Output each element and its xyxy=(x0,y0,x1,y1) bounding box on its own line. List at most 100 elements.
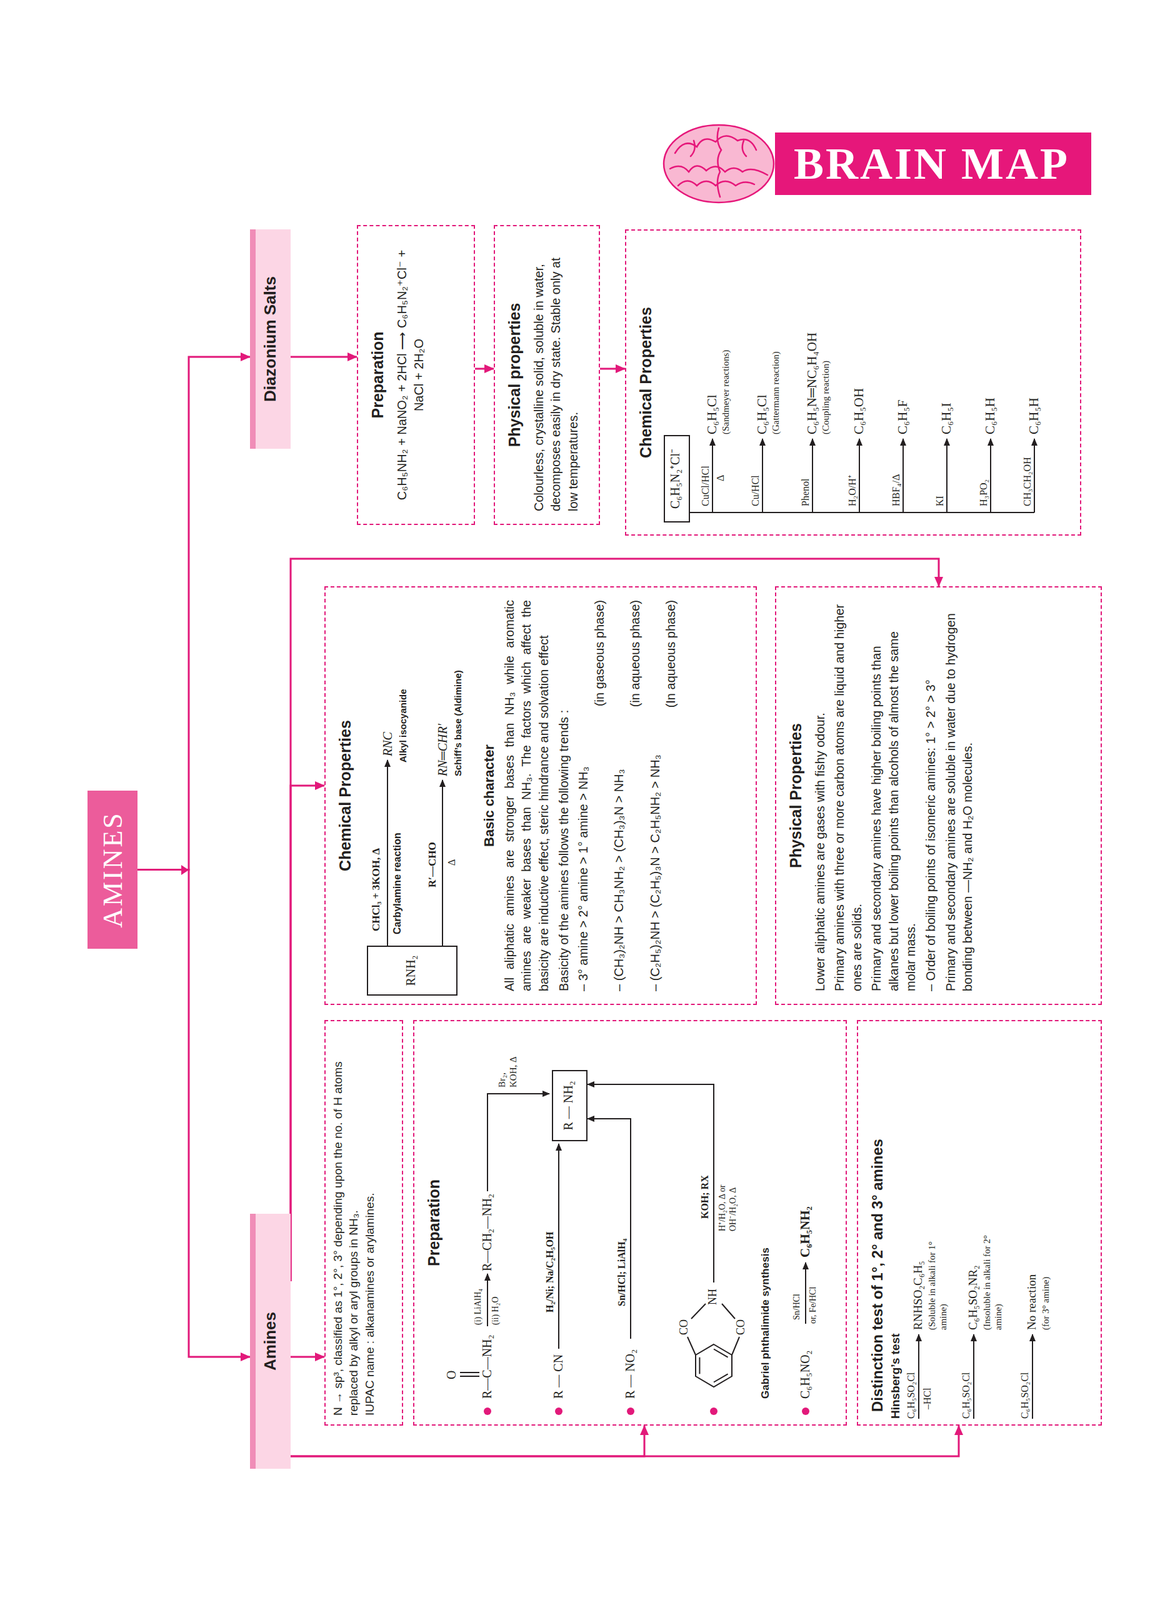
reaction-label: (Coupling reaction) xyxy=(820,360,832,435)
reaction-label: C₆H₅OH xyxy=(851,388,867,435)
box-text: Primary and secondary amines have higher… xyxy=(868,600,920,992)
rotated-map: AMINES Amines Diazonium Salts N → sp³, clas… xyxy=(81,218,1082,1469)
formula-box: C₆H₅N₂⁺Cl⁻ xyxy=(663,435,690,523)
content-box: Chemical Properties Basic characterAll al… xyxy=(324,586,757,1005)
reaction-label: (i) LiAlH₄ xyxy=(473,1288,484,1325)
box-heading: Physical Properties xyxy=(785,600,807,992)
connector-arrow xyxy=(290,1356,325,1359)
box-text: (in gaseous phase) xyxy=(591,600,609,992)
box-text: Amines xyxy=(260,1311,280,1371)
reaction-label: Cu/HCl xyxy=(749,475,762,507)
brain-icon xyxy=(656,115,782,210)
reaction-label: CO xyxy=(677,1319,692,1335)
reaction-label: Hinsberg’s test xyxy=(888,1333,904,1419)
box-text: – (CH₃)₂NH > CH₃NH₂ > (CH₃)₃N > NH₃ xyxy=(610,600,629,992)
reaction-label: Alkyl isocyanide xyxy=(397,688,409,763)
reaction-label: CO xyxy=(734,1319,749,1335)
connector-arrow xyxy=(290,1425,645,1457)
box-heading: Chemical Properties xyxy=(635,243,657,522)
reaction-label: H₃PO₂ xyxy=(977,479,990,507)
reaction-label: C₆H₅SO₂Cl xyxy=(960,1371,972,1419)
reaction-label: CuCl/HCl xyxy=(699,465,712,507)
box-text: Basic character xyxy=(480,600,499,992)
reaction-label: C₆H₅SO₂Cl xyxy=(905,1371,917,1419)
reaction-label: C₆H₅F xyxy=(895,400,911,435)
reaction-label: Sn/HCl; LiAlH₄ xyxy=(615,1238,628,1307)
box-text: Diazonium Salts xyxy=(260,276,280,402)
reaction-label: C₆H₅NH₂ xyxy=(797,1206,814,1258)
box-heading: Chemical Properties xyxy=(334,600,357,992)
reaction-label: CHCl₃ + 3KOH, Δ xyxy=(370,848,383,932)
reaction-label: C₆H₅Cl xyxy=(704,394,720,435)
reaction-label: R′—CHO xyxy=(426,841,439,888)
connector-arrow xyxy=(475,368,494,370)
formula-box: R — NH₂ xyxy=(551,1070,588,1142)
reaction-label: HBF₄/Δ xyxy=(890,474,902,507)
reaction-label: KOH; RX xyxy=(698,1175,711,1219)
reaction-label: (Sandmeyer reactions) xyxy=(720,350,732,435)
reaction-label: R—C—NH₂ xyxy=(479,1334,495,1399)
reaction-label: Δ xyxy=(714,475,727,482)
content-box: PreparationC₆H₅NH₂ + NaNO₂ + 2HCl ⟶ C₆H₅… xyxy=(356,225,475,525)
title-banner: BRAIN MAP xyxy=(775,132,1092,195)
reaction-label: (Gattermann reaction) xyxy=(770,351,782,435)
reaction-label: H₂/Ni; Na/C₂H₅OH xyxy=(543,1231,556,1314)
box-text: – 3° amine > 2° amine > 1° amine > NH₃ xyxy=(575,600,593,992)
connector-arrow xyxy=(290,558,939,1282)
box-text: C₆H₅N₂⁺Cl⁻ xyxy=(666,448,685,509)
reaction-label: R—CH₂—NH₂ xyxy=(479,1193,495,1272)
box-text: IUPAC name : alkanamines or arylamines. xyxy=(362,1030,379,1416)
connector-arrow xyxy=(600,368,625,370)
reaction-label: H₂O/H⁺ xyxy=(846,475,859,507)
box-text: All aliphatic amines are stronger bases … xyxy=(501,600,554,992)
formula-box: RNH₂ xyxy=(366,945,458,996)
box-heading: Preparation xyxy=(366,238,389,512)
box-text: N → sp³, classified as 1°, 2°, 3° depend… xyxy=(330,1030,362,1416)
title-box: AMINES xyxy=(87,790,138,949)
connector-arrow xyxy=(290,1425,959,1457)
reaction-label: Br₂, KOH, Δ xyxy=(496,1048,519,1088)
connector-arrow xyxy=(137,870,250,1358)
box-text: RNH₂ xyxy=(402,955,420,986)
reaction-label: Gabriel phthalimide synthesis xyxy=(759,1247,772,1399)
box-text: AMINES xyxy=(96,811,129,929)
reaction-label: Δ xyxy=(445,859,458,866)
box-text: Lower aliphatic amines are gases with fi… xyxy=(811,600,830,992)
reaction-label: RNHSO₂C₆H₅ xyxy=(911,1260,926,1330)
box-text: Colourless, crystalline solid, soluble i… xyxy=(530,238,583,512)
box-heading: Physical properties xyxy=(503,238,526,512)
content-box: Physical PropertiesLower aliphatic amine… xyxy=(775,586,1102,1005)
box-text: C₆H₅NH₂ + NaNO₂ + 2HCl ⟶ C₆H₅N₂⁺Cl⁻ + Na… xyxy=(393,238,429,512)
reaction-label: C₆H₅SO₂Cl xyxy=(1018,1371,1031,1419)
reaction-label: RNC xyxy=(380,731,395,757)
content-box: N → sp³, classified as 1°, 2°, 3° depend… xyxy=(324,1020,404,1426)
title-text: BRAIN MAP xyxy=(775,132,1092,195)
box-text: (In aqueous phase) xyxy=(662,600,680,992)
reaction-label: or, Fe/HCl xyxy=(808,1286,819,1324)
reaction-label: (Soluble in alkali for 1° amine) xyxy=(926,1220,949,1330)
box-heading: Distinction test of 1°, 2° and 3° amines xyxy=(866,1033,888,1412)
box-text: – (C₂H₅)₂NH > (C₂H₅)₃N > C₂H₅NH₂ > NH₃ xyxy=(646,600,665,992)
reaction-label: C₆H₅SO₂NR₂ xyxy=(966,1265,981,1330)
reaction-label: R — CN xyxy=(550,1354,566,1399)
connector-arrow xyxy=(290,785,325,1282)
reaction-label: KI xyxy=(933,495,946,507)
box-heading: Preparation xyxy=(423,1033,445,1412)
reaction-label: Phenol xyxy=(799,478,812,507)
reaction-label: C₆H₅N═NC₆H₄OH xyxy=(804,332,820,435)
reaction-label: NH xyxy=(706,1288,720,1305)
box-text: Primary amines with three or more carbon… xyxy=(831,600,866,992)
reaction-label: RN═CHR′ xyxy=(435,723,450,777)
reaction-label: C₆H₅NO₂ xyxy=(797,1350,813,1399)
box-text: Primary and secondary amines are soluble… xyxy=(942,600,977,992)
box-text: (in aqueous phase) xyxy=(626,600,645,992)
box-text: Basicity of the amines follows the follo… xyxy=(555,600,574,992)
reaction-label: C₆H₅I xyxy=(938,402,955,435)
section-band: Diazonium Salts xyxy=(250,229,291,449)
reaction-label: C₆H₅H xyxy=(982,397,999,435)
content-box: Physical propertiesColourless, crystalli… xyxy=(493,225,600,525)
reaction-label: R — NO₂ xyxy=(622,1349,638,1399)
reaction-label: Schiff’s base (Aldimine) xyxy=(452,670,464,777)
reaction-label: CH₃CH₂OH xyxy=(1021,456,1034,507)
reaction-label: No reaction xyxy=(1025,1274,1040,1330)
